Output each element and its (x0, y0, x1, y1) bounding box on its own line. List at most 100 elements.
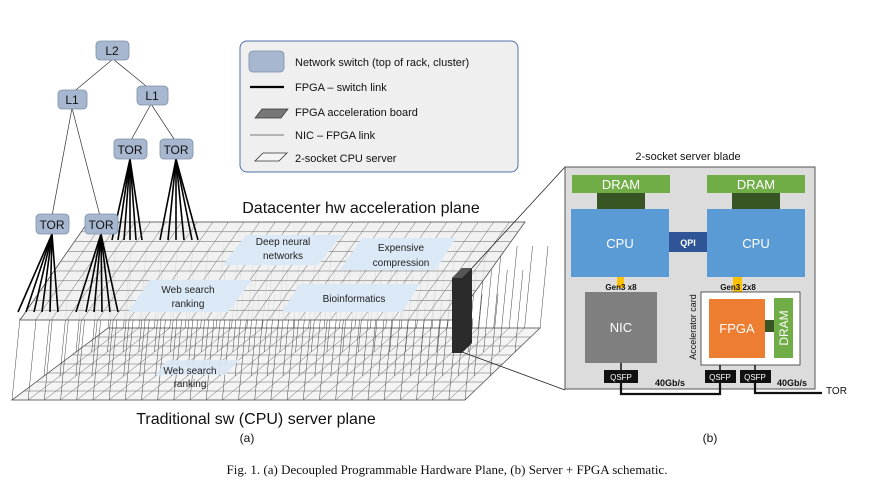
rack-leg (514, 269, 524, 353)
accelerator-card-label: Accelerator card (688, 294, 698, 360)
dram-left (572, 175, 670, 193)
legend-fpga-board-label: FPGA acceleration board (295, 107, 418, 119)
link-speed-1: 40Gb/s (655, 378, 685, 388)
region-web-line2: ranking (172, 299, 205, 310)
legend-nic-fpga-link-label: NIC – FPGA link (295, 130, 376, 142)
rack-leg (367, 317, 377, 401)
region-compression-line2: compression (373, 258, 430, 269)
rack-leg (92, 317, 102, 401)
switch-tor-low-right-label: TOR (88, 218, 113, 232)
gen3-x8-label: Gen3 x8 (605, 283, 637, 292)
fpga-dram (774, 298, 793, 358)
legend-fpga-switch-link-label: FPGA – switch link (295, 82, 387, 94)
switch-tree (51, 58, 177, 217)
nic-label: NIC (610, 320, 632, 335)
dram-right-slot (732, 193, 780, 209)
rack-leg (432, 317, 441, 401)
rack-leg (493, 245, 502, 329)
rack-leg (11, 317, 21, 401)
fpga-switch-link (175, 158, 185, 241)
switch-tor-top-right (159, 138, 194, 160)
server-blade-schematic: 2-socket server blade DRAM DRAM CPU CPU … (564, 151, 847, 397)
rack-leg (108, 317, 118, 401)
switch-l1-left (57, 89, 88, 110)
rack-leg (539, 245, 549, 329)
legend-fpga-board-icon (254, 108, 289, 119)
switch-l2 (95, 40, 130, 61)
cpu-right-label: CPU (742, 236, 769, 251)
rack-leg (499, 269, 508, 353)
dram-left-slot (597, 193, 645, 209)
rack-leg (189, 317, 199, 401)
rack-leg (473, 293, 483, 377)
fpga-switch-link (167, 158, 177, 241)
qsfp-nic (604, 370, 638, 383)
zoom-line-bottom (461, 351, 566, 391)
blade-title: 2-socket server blade (635, 151, 740, 163)
rack-leg (524, 245, 533, 329)
fpga-switch-link (100, 233, 111, 313)
qsfp-fpga-right (740, 370, 771, 383)
rack-leg (383, 317, 393, 401)
rack-leg (238, 317, 247, 401)
rack-leg (222, 317, 231, 401)
rack-leg (335, 317, 344, 401)
gen3-x8-link (617, 277, 624, 288)
rack-leg (60, 317, 69, 401)
rack-leg (125, 317, 134, 401)
switch-l1-right (136, 85, 169, 106)
legend-switch-label: Network switch (top of rack, cluster) (295, 57, 469, 69)
fpga (709, 299, 765, 358)
dram-left-label: DRAM (602, 177, 640, 192)
rack-leg (416, 317, 425, 401)
acceleration-plane: Deep neural networks Expensive compressi… (19, 221, 526, 321)
rack-leg (27, 317, 37, 401)
fpga-dram-label: DRAM (777, 310, 791, 345)
rack-leg (483, 269, 492, 353)
fpga-switch-link (175, 158, 193, 241)
panel-label-b: (b) (703, 431, 718, 445)
fpga-switch-link (159, 158, 177, 241)
server-plane-title: Traditional sw (CPU) server plane (136, 411, 376, 428)
region-dnn-line1: Deep neural (256, 237, 310, 248)
qpi-link (669, 232, 707, 252)
highlighted-server-blade (452, 268, 472, 353)
fpga-switch-link (100, 233, 103, 313)
fpga-switch-link (25, 233, 53, 313)
switch-tor-low-left-label: TOR (39, 218, 64, 232)
switch-tor-low-right (84, 213, 119, 235)
region-deep-neural-networks (223, 235, 342, 265)
rack-leg (44, 317, 53, 401)
link-speed-2: 40Gb/s (777, 378, 807, 388)
switch-tor-top-right-label: TOR (163, 143, 188, 157)
region-web-line1: Web search (161, 285, 214, 296)
dram-right-label: DRAM (737, 177, 775, 192)
region-bio-line1: Bioinformatics (323, 294, 386, 305)
fpga-switch-link (129, 158, 137, 241)
qsfp-fpga-left (705, 370, 736, 383)
cpu-left-label: CPU (606, 236, 633, 251)
rack-leg (351, 317, 360, 401)
figure-caption: Fig. 1. (a) Decoupled Programmable Hardw… (226, 462, 668, 477)
rack-leg (302, 317, 312, 401)
region-web-search-ranking (128, 280, 252, 312)
qpi-label: QPI (680, 238, 696, 248)
fpga-switch-link (51, 233, 59, 313)
fpga-switch-link (93, 233, 102, 313)
region-dnn-line2: networks (263, 251, 303, 262)
fpga-switch-link (175, 158, 199, 241)
fpga-switch-link (85, 233, 102, 313)
rack-leg (489, 293, 499, 377)
rack-leg (319, 317, 328, 401)
switch-nodes: L2 L1 L1 TOR TOR TOR TOR (35, 40, 194, 235)
fpga-switch-link (75, 233, 102, 313)
server-plane: Web search ranking (10, 245, 549, 401)
qsfp-fpga-right-label: QSFP (744, 373, 766, 382)
lower-region-line1: Web search (163, 366, 216, 377)
legend-box (239, 40, 519, 173)
fpga-switch-link (17, 233, 53, 313)
rack-leg (205, 317, 215, 401)
highlighted-server-top (452, 268, 472, 278)
nic-fpga-cable (619, 383, 722, 396)
